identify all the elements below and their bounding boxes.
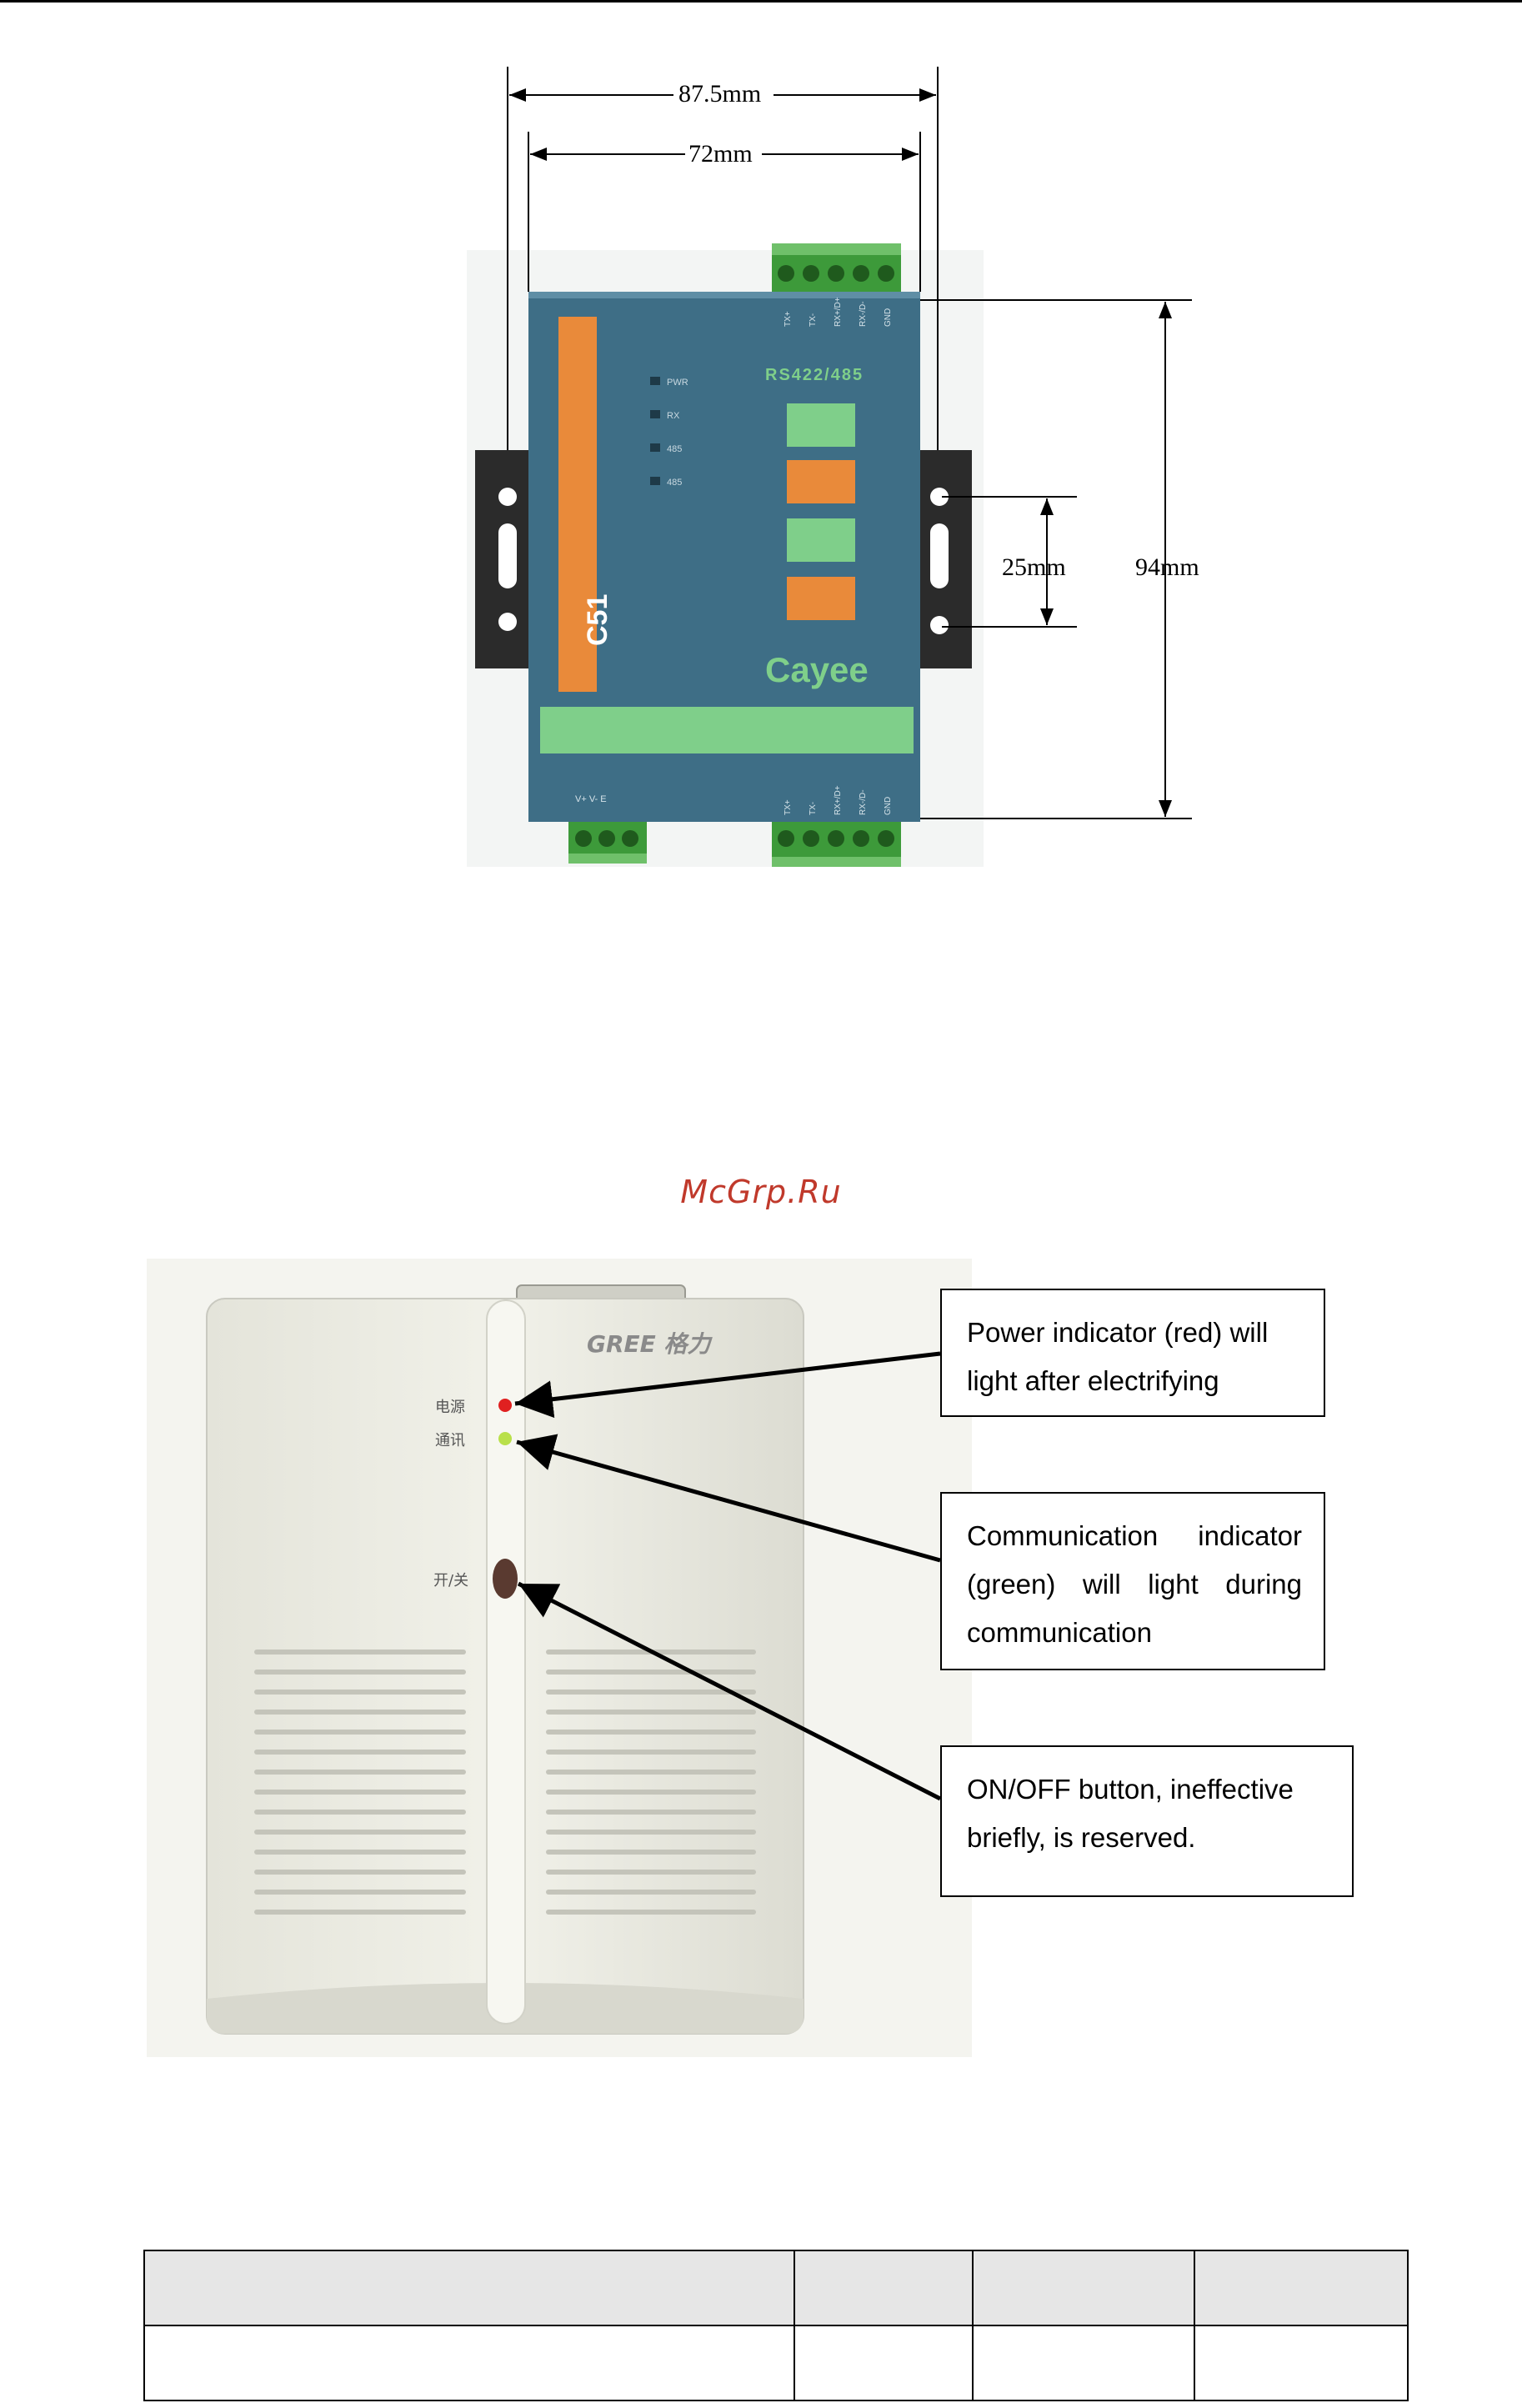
table-header-cell [972, 2250, 1195, 2326]
comm-led [498, 1432, 512, 1445]
gree-brand: GREE 格力 [587, 1330, 713, 1358]
table-header-cell [794, 2250, 974, 2326]
left-mount-bracket [475, 450, 530, 668]
gree-device-figure: GREE 格力 电源 通讯 开/关 [147, 1259, 972, 2057]
callout-line: ON/OFF button, ineffective [967, 1774, 1294, 1805]
dim-overall-width: 87.5mm [678, 80, 761, 108]
power-led [498, 1399, 512, 1412]
converter-dimension-figure: C51 PWR RX 485 485 RS422/485 TX+ TX- RX+… [467, 67, 1199, 867]
model-strip [558, 317, 597, 692]
table-header-row [143, 2250, 1409, 2326]
callout-power-indicator: Power indicator (red) will light after e… [940, 1289, 1325, 1417]
callout-line: briefly, is reserved. [967, 1822, 1196, 1853]
dim-inner-width: 72mm [688, 140, 753, 168]
model-label: C51 [582, 594, 613, 646]
terminal-label: TX- [809, 313, 818, 327]
comm-led-label: 通讯 [435, 1432, 465, 1449]
terminal-label: TX+ [784, 311, 793, 327]
terminal-label: RX-/D- [859, 789, 868, 815]
table-cell [143, 2325, 795, 2401]
right-mount-bracket [917, 450, 972, 668]
table-header-cell [143, 2250, 795, 2326]
terminal-label: GND [884, 797, 893, 815]
top-terminal-block [772, 243, 901, 292]
terminal-label: RX+/D+ [834, 785, 843, 815]
left-vent [254, 1650, 466, 1915]
power-terminal-block [568, 822, 647, 864]
interface-label: RS422/485 [765, 366, 864, 384]
callout-line: Power indicator (red) will [967, 1317, 1269, 1348]
table-row [143, 2325, 1409, 2401]
table-cell [972, 2325, 1195, 2401]
status-leds: PWR RX 485 485 [650, 377, 688, 488]
right-vent [546, 1650, 756, 1915]
bottom-terminal-labels: TX+ TX- RX+/D+ RX-/D- GND [784, 785, 893, 815]
power-terminal-labels: V+ V- E [575, 794, 607, 804]
bottom-terminal-block [772, 822, 901, 867]
callout-line: communication [967, 1617, 1152, 1648]
indicator-orange-1 [787, 460, 855, 503]
table-cell [1194, 2325, 1409, 2401]
page-top-rule [0, 0, 1522, 3]
callout-line: Communication indicator [967, 1520, 1302, 1551]
terminal-label: TX+ [784, 799, 793, 815]
switch-label: 开/关 [433, 1572, 468, 1589]
callout-comm-indicator: Communication indicator (green) will lig… [940, 1492, 1325, 1670]
onoff-button[interactable] [493, 1559, 518, 1599]
center-groove [486, 1299, 526, 2025]
led-label-485b: 485 [667, 478, 682, 488]
dim-hole-spacing: 25mm [1002, 553, 1066, 581]
indicator-green-1 [787, 403, 855, 447]
power-led-label: 电源 [435, 1399, 465, 1416]
callout-line: light after electrifying [967, 1365, 1219, 1396]
dimension-lines [507, 67, 1192, 819]
terminal-label: RX-/D- [859, 301, 868, 327]
callout-line: (green) will light during [967, 1569, 1302, 1599]
table-header-cell [1194, 2250, 1409, 2326]
dim-overall-height: 94mm [1135, 553, 1199, 581]
indicator-green-2 [787, 518, 855, 562]
callout-arrows [514, 1351, 942, 1801]
callout-onoff-button: ON/OFF button, ineffective briefly, is r… [940, 1745, 1354, 1897]
table-cell [794, 2325, 974, 2401]
led-label-pwr: PWR [667, 378, 688, 388]
terminal-label: RX+/D+ [834, 297, 843, 327]
spec-table [143, 2250, 1409, 2401]
watermark: McGrp.Ru [680, 1174, 842, 1210]
led-label-485a: 485 [667, 444, 682, 454]
led-label-rx: RX [667, 411, 680, 421]
top-terminal-labels: TX+ TX- RX+/D+ RX-/D- GND [784, 297, 893, 327]
indicator-orange-2 [787, 577, 855, 620]
terminal-label: GND [884, 308, 893, 327]
terminal-label: TX- [809, 802, 818, 815]
label-strip [540, 707, 914, 753]
brand-logo: Cayee [765, 650, 869, 689]
